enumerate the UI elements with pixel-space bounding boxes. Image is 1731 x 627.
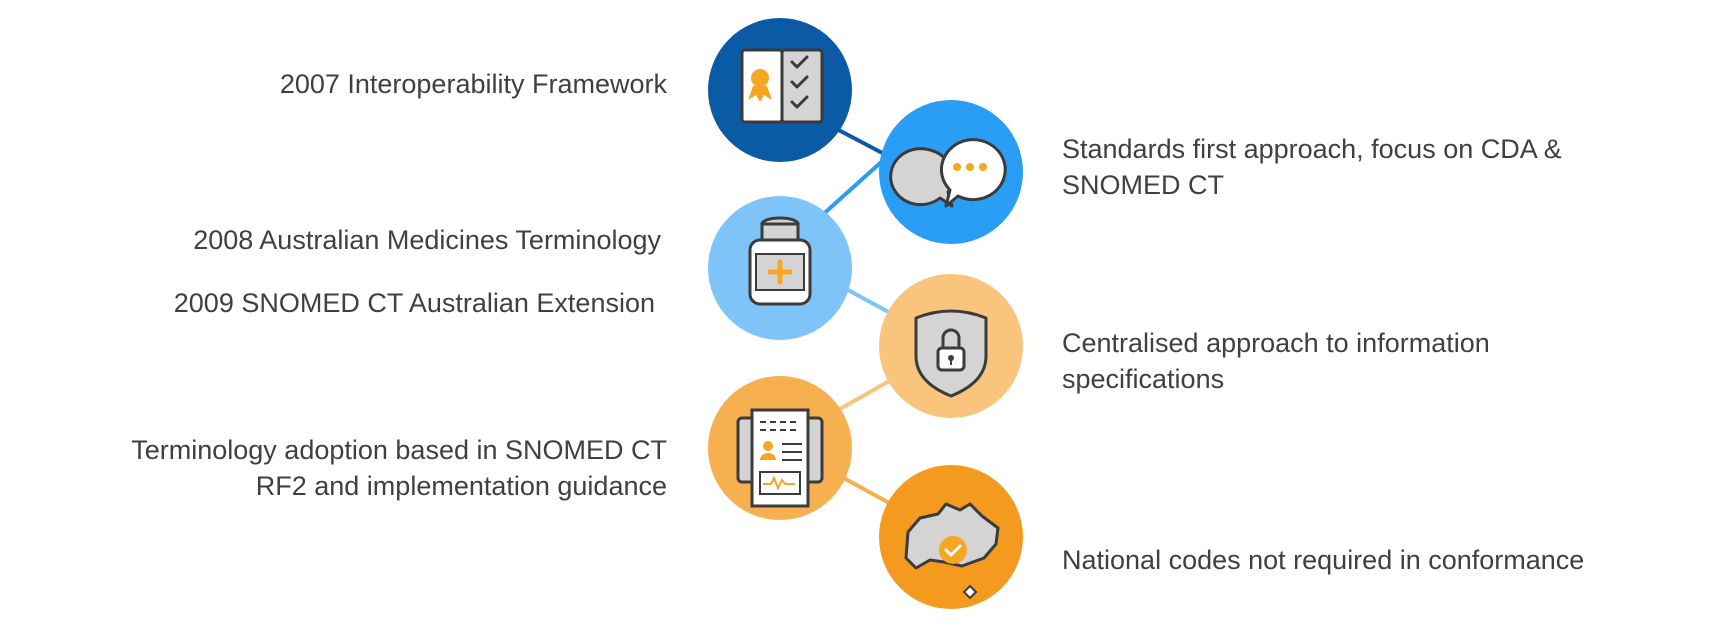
label-terminology-adoption-line2: RF2 and implementation guidance [255, 471, 667, 501]
medicine-bottle-icon [708, 196, 852, 340]
label-centralised-approach-line2: specifications [1062, 364, 1225, 394]
label-standards-first: Standards first approach, focus on CDA &… [1062, 131, 1562, 203]
shield-lock-icon [879, 274, 1023, 418]
certificate-checklist-icon [708, 18, 852, 162]
label-centralised-approach: Centralised approach to information spec… [1062, 325, 1490, 397]
australia-map-check-icon [879, 465, 1023, 609]
label-interoperability-framework: 2007 Interoperability Framework [279, 69, 667, 99]
medical-report-icon [708, 376, 852, 520]
label-standards-first-line2: SNOMED CT [1062, 170, 1224, 200]
label-snomed-extension: 2009 SNOMED CT Australian Extension [173, 288, 655, 318]
label-standards-first-line1: Standards first approach, focus on CDA & [1062, 134, 1562, 164]
label-national-codes: National codes not required in conforman… [1062, 545, 1585, 575]
speech-bubbles-icon [879, 100, 1023, 244]
label-centralised-approach-line1: Centralised approach to information [1062, 328, 1490, 358]
label-terminology-adoption: Terminology adoption based in SNOMED CT … [131, 432, 667, 504]
label-terminology-adoption-line1: Terminology adoption based in SNOMED CT [131, 435, 667, 465]
label-medicines-terminology: 2008 Australian Medicines Terminology [193, 225, 661, 255]
